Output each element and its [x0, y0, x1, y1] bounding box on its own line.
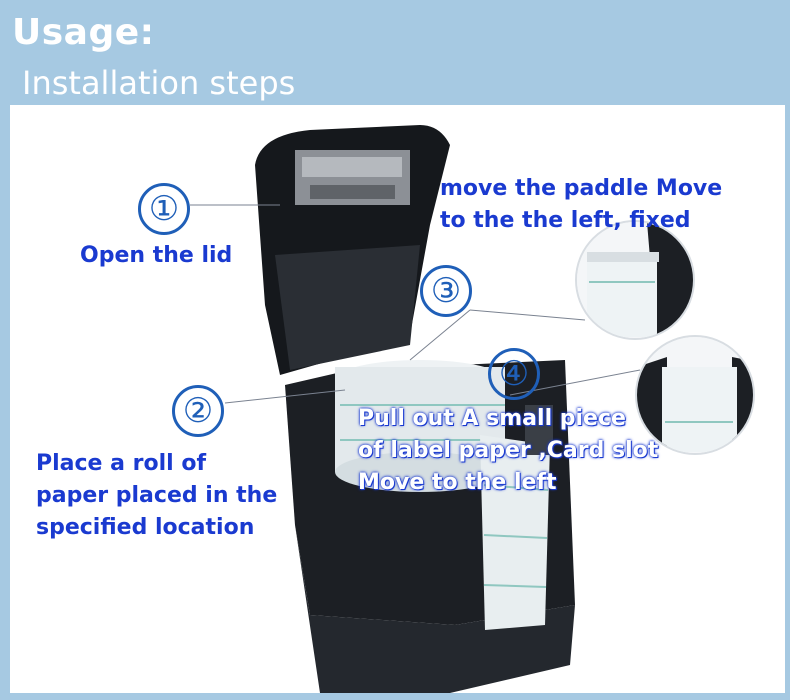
- step-1-number: ①: [138, 183, 190, 235]
- label-printer-illustration: [190, 125, 641, 693]
- page-title: Usage:: [12, 12, 155, 53]
- step-2-caption: Place a roll of paper placed in the spec…: [36, 448, 277, 544]
- step-3-caption-line: move the paddle Move: [440, 176, 723, 201]
- page-subtitle: Installation steps: [22, 64, 296, 102]
- card-slot-detail-inset: [635, 335, 755, 455]
- step-3-caption: move the paddle Move to the the left, fi…: [440, 173, 722, 237]
- label-paper-strip: [480, 435, 550, 630]
- step-2-caption-line: paper placed in the: [36, 483, 278, 508]
- step-2-caption-line: specified location: [36, 515, 255, 540]
- step-2-number: ②: [172, 385, 224, 437]
- step-4-number: ④: [488, 348, 540, 400]
- step-3-caption-line: to the the left, fixed: [440, 208, 691, 233]
- paper-guide-paddle: [525, 405, 553, 455]
- instruction-panel: ① Open the lid ② Place a roll of paper p…: [10, 105, 785, 693]
- step-1-caption: Open the lid: [80, 243, 233, 268]
- paddle-detail-inset: [575, 220, 695, 340]
- step-4-caption-line: of label paper ,Card slot: [358, 438, 659, 463]
- step-3-number: ③: [420, 265, 472, 317]
- step-4-caption-line: Move to the left: [358, 470, 557, 495]
- step-4-caption: Pull out A small piece of label paper ,C…: [358, 403, 658, 499]
- step-4-caption-line: Pull out A small piece: [358, 406, 626, 431]
- step-2-caption-line: Place a roll of: [36, 451, 207, 476]
